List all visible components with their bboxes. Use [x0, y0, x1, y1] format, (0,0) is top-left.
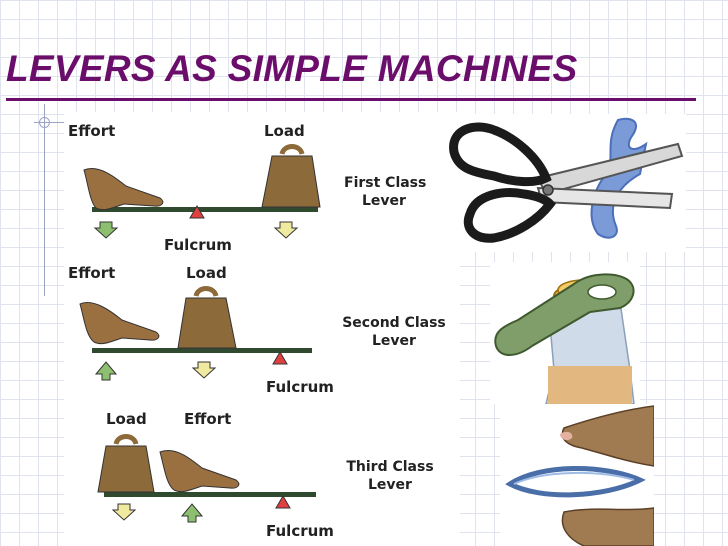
lever-class-word: Lever — [372, 333, 416, 349]
fulcrum-triangle — [272, 351, 288, 365]
lever-diagrams — [79, 144, 321, 523]
lever-class-word: Lever — [362, 193, 406, 209]
lever-class-name: Third Class — [346, 459, 434, 475]
scissors-illustration — [446, 114, 686, 252]
lever-bar — [92, 207, 318, 212]
load-arrow — [191, 361, 217, 379]
first-class-lever-diagram — [83, 144, 321, 239]
effort-hand — [79, 302, 160, 345]
load-weight — [261, 155, 321, 208]
bottle-opener-illustration — [490, 262, 640, 404]
bullet-decoration-circle — [39, 117, 50, 128]
lever-bar — [92, 348, 312, 353]
third-class-lever-label: Third Class Lever — [342, 458, 438, 494]
effort-hand — [159, 450, 240, 493]
fulcrum-label: Fulcrum — [164, 236, 232, 254]
load-weight — [97, 445, 155, 493]
load-label: Load — [186, 264, 227, 282]
effort-hand — [83, 168, 164, 211]
fulcrum-triangle — [275, 495, 291, 509]
load-weight — [177, 297, 237, 349]
load-arrow — [273, 221, 299, 239]
effort-label: Effort — [68, 264, 116, 282]
effort-arrow — [93, 221, 119, 239]
scissors-icon — [449, 117, 684, 243]
third-class-lever-diagram — [97, 434, 316, 523]
title-underline — [6, 98, 696, 101]
fulcrum-label: Fulcrum — [266, 378, 334, 396]
load-weight-handle — [113, 434, 139, 445]
bottle-opener-icon — [494, 273, 635, 404]
tweezers-illustration — [500, 404, 654, 546]
effort-label: Effort — [68, 122, 116, 140]
load-label: Load — [106, 410, 147, 428]
load-label: Load — [264, 122, 305, 140]
lever-class-name: First Class — [344, 175, 427, 191]
lever-bar — [104, 492, 316, 497]
effort-label: Effort — [184, 410, 232, 428]
bullet-decoration — [44, 104, 45, 296]
lever-class-word: Lever — [368, 477, 412, 493]
effort-arrow — [180, 503, 204, 523]
fulcrum-triangle — [189, 205, 205, 219]
tweezers-icon — [505, 405, 654, 546]
first-class-lever-label: First Class Lever — [344, 174, 427, 210]
load-weight-handle — [193, 286, 219, 297]
lever-class-name: Second Class — [342, 315, 446, 331]
second-class-lever-diagram — [79, 286, 312, 381]
slide-title: LEVERS AS SIMPLE MACHINES — [6, 48, 578, 89]
fulcrum-label: Fulcrum — [266, 522, 334, 540]
second-class-lever-label: Second Class Lever — [336, 314, 452, 350]
load-arrow — [111, 503, 137, 521]
load-weight-handle — [279, 144, 305, 155]
bullet-decoration-horizontal — [34, 122, 68, 123]
effort-arrow — [94, 361, 118, 381]
